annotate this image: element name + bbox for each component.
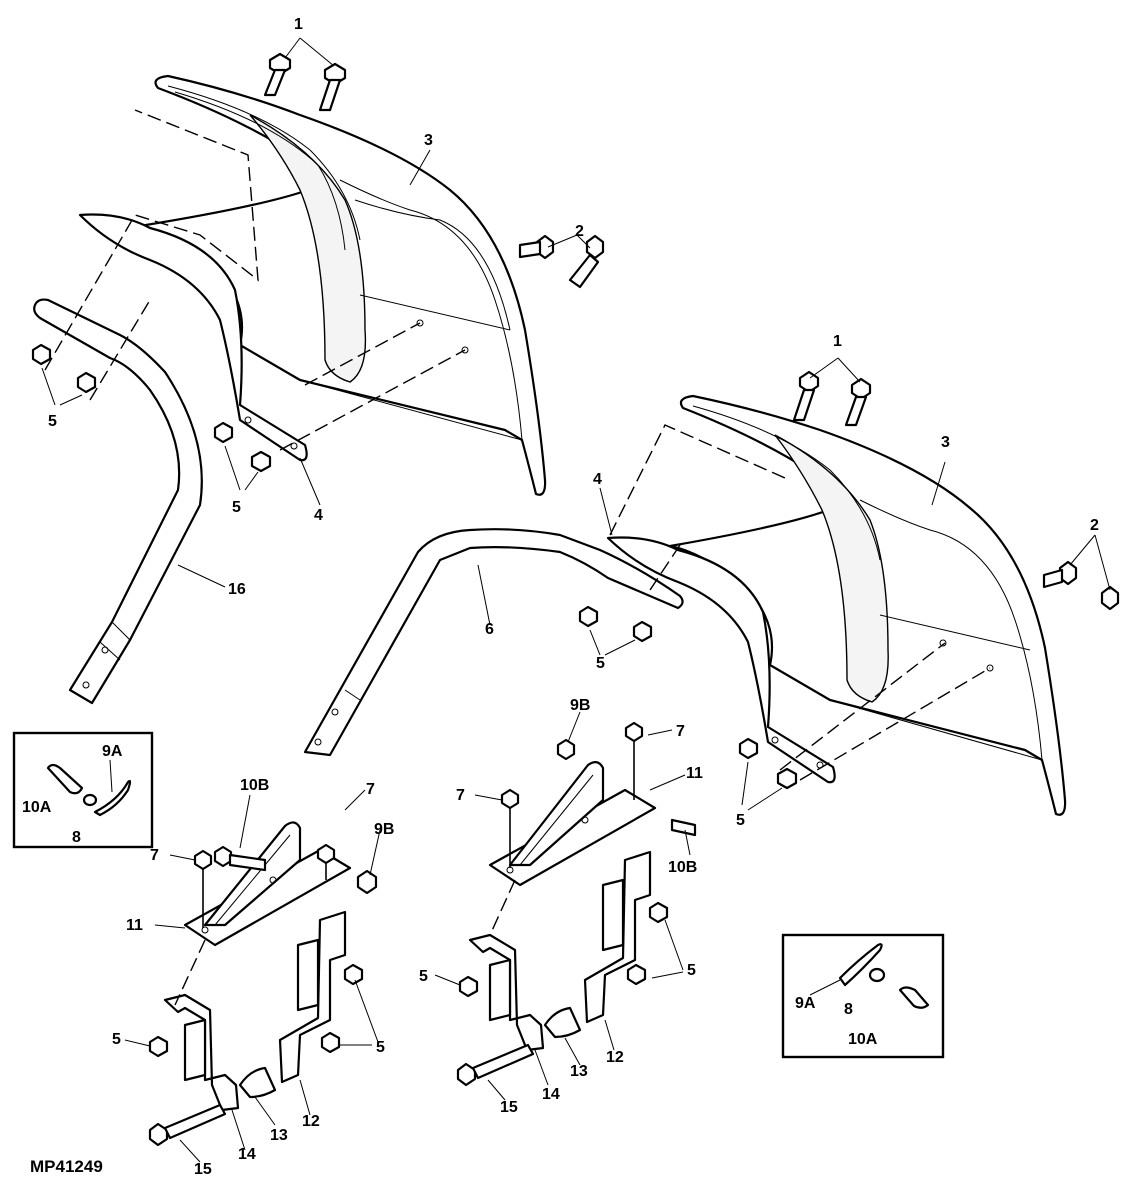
left-bracket-14 bbox=[163, 993, 240, 1112]
detail-inset-right bbox=[781, 933, 945, 1059]
label-16: 16 bbox=[228, 581, 246, 598]
right-support-tube bbox=[303, 528, 684, 757]
label-11-right: 11 bbox=[686, 765, 703, 782]
left-bracket-assembly bbox=[124, 789, 381, 1163]
left-bolt-1 bbox=[263, 52, 347, 112]
label-5-left-d: 5 bbox=[376, 1039, 385, 1056]
label-9a-right: 9A bbox=[795, 995, 816, 1012]
label-1-right: 1 bbox=[833, 333, 842, 350]
label-5-left-b: 5 bbox=[232, 499, 241, 516]
label-10a-right: 10A bbox=[848, 1031, 878, 1048]
label-6: 6 bbox=[485, 621, 494, 638]
label-8-left: 8 bbox=[72, 829, 81, 846]
right-bracket-assembly bbox=[434, 711, 697, 1101]
label-13-right: 13 bbox=[570, 1063, 588, 1080]
left-bracket-12 bbox=[278, 910, 347, 1084]
callout-labels: 1 2 3 4 5 5 16 1 2 3 4 5 5 6 9A 10A 8 10… bbox=[22, 16, 1099, 1178]
label-2-left: 2 bbox=[575, 223, 584, 240]
detail-inset-left bbox=[12, 731, 154, 849]
label-5-left-c: 5 bbox=[112, 1031, 121, 1048]
left-fender-assembly bbox=[31, 37, 605, 705]
label-13-left: 13 bbox=[270, 1127, 288, 1144]
label-4-right: 4 bbox=[593, 471, 602, 488]
label-10a-left: 10A bbox=[22, 799, 52, 816]
right-bolts bbox=[792, 370, 1120, 611]
label-7-left-a: 7 bbox=[366, 781, 375, 798]
label-10b-left: 10B bbox=[240, 777, 269, 794]
label-2-right: 2 bbox=[1090, 517, 1099, 534]
right-nuts bbox=[578, 605, 798, 790]
label-9b-right: 9B bbox=[570, 697, 590, 714]
label-15-right: 15 bbox=[500, 1099, 518, 1116]
left-support-tube bbox=[33, 298, 203, 705]
label-3-left: 3 bbox=[424, 132, 433, 149]
label-7-left-b: 7 bbox=[150, 847, 159, 864]
label-14-right: 14 bbox=[542, 1086, 560, 1103]
label-12-right: 12 bbox=[606, 1049, 624, 1066]
label-4-left: 4 bbox=[314, 507, 323, 524]
right-bracket-12 bbox=[583, 850, 652, 1024]
label-1-left: 1 bbox=[294, 16, 303, 33]
left-nuts bbox=[31, 343, 272, 473]
label-7-right-b: 7 bbox=[456, 787, 465, 804]
label-12-left: 12 bbox=[302, 1113, 320, 1130]
right-fender-flap bbox=[606, 536, 836, 784]
label-9a-left: 9A bbox=[102, 743, 123, 760]
label-10b-right: 10B bbox=[668, 859, 697, 876]
label-5-right-d: 5 bbox=[687, 962, 696, 979]
label-9b-left: 9B bbox=[374, 821, 394, 838]
left-bolt-2 bbox=[518, 234, 605, 289]
right-bracket-14 bbox=[468, 933, 545, 1052]
label-5-left-a: 5 bbox=[48, 413, 57, 430]
label-8-right: 8 bbox=[844, 1001, 853, 1018]
label-7-right-a: 7 bbox=[676, 723, 685, 740]
right-fender-assembly bbox=[303, 357, 1120, 816]
label-3-right: 3 bbox=[941, 434, 950, 451]
label-11-left: 11 bbox=[126, 917, 143, 934]
figure-code: MP41249 bbox=[30, 1157, 103, 1176]
left-fender-flap bbox=[78, 213, 308, 462]
label-15-left: 15 bbox=[194, 1161, 212, 1178]
label-5-right-b: 5 bbox=[736, 812, 745, 829]
label-5-right-a: 5 bbox=[596, 655, 605, 672]
label-14-left: 14 bbox=[238, 1146, 256, 1163]
label-5-right-c: 5 bbox=[419, 968, 428, 985]
